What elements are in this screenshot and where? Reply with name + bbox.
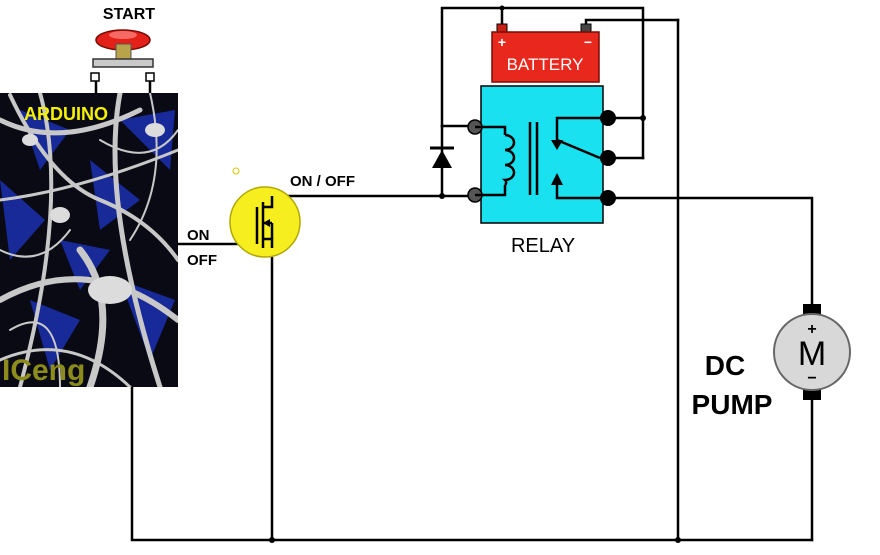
- motor-plus: +: [807, 321, 816, 338]
- motor-symbol: M: [798, 335, 826, 373]
- button-stem: [115, 43, 132, 60]
- flyback-diode: [430, 146, 454, 168]
- wires: [94, 6, 814, 542]
- motor-body: [773, 313, 851, 391]
- brand-watermark: ICeng: [2, 354, 85, 387]
- neuron-texture: [0, 93, 178, 387]
- mosfet-transistor: [229, 167, 301, 258]
- relay: [467, 85, 616, 224]
- dc-label: DC: [705, 350, 745, 381]
- arduino-title: ARDUINO: [24, 104, 108, 124]
- on-off-signal-label: ON / OFF: [290, 173, 355, 190]
- relay-label: RELAY: [511, 235, 575, 257]
- junction-dots: [269, 5, 681, 543]
- battery-plus: +: [498, 34, 506, 50]
- dc-pump-motor: + M −: [773, 304, 851, 400]
- arduino-board: ARDUINO ICeng: [0, 93, 178, 387]
- pump-label: PUMP: [692, 389, 773, 420]
- battery: + − BATTERY: [491, 23, 600, 83]
- battery-label: BATTERY: [507, 55, 584, 74]
- battery-body: [491, 31, 600, 83]
- motor-minus: −: [807, 370, 816, 387]
- relay-body: [480, 85, 604, 224]
- start-button[interactable]: START: [90, 6, 155, 82]
- start-label: START: [103, 6, 155, 23]
- battery-minus: −: [584, 34, 592, 50]
- on-pin-label: ON: [187, 227, 210, 244]
- off-pin-label: OFF: [187, 252, 217, 269]
